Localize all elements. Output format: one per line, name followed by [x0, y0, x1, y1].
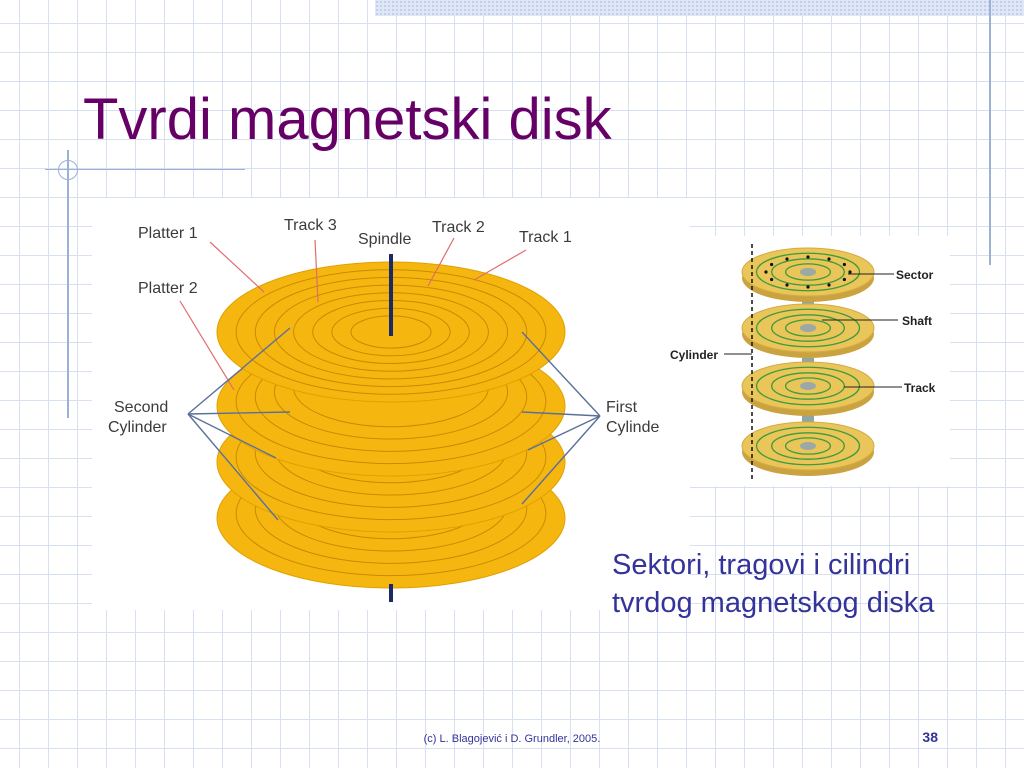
small-hub — [800, 382, 816, 390]
sector-marker — [806, 255, 810, 259]
sector-marker — [827, 283, 831, 287]
footer-copyright: (c) L. Blagojević i D. Grundler, 2005. — [423, 733, 601, 745]
decorative-vertical-line-left — [67, 150, 69, 418]
leader-track2 — [427, 237, 455, 287]
leader-second-2 — [187, 411, 291, 415]
sector-marker — [842, 262, 846, 267]
small-track-ring — [784, 263, 832, 281]
platter-stack-svg: Platter 1 Platter 2 Track 3 Spindle Trac… — [108, 217, 659, 602]
small-track-ring — [755, 308, 861, 348]
small-disk-stack-svg: Sector Shaft Cylinder Track — [670, 244, 936, 480]
label-platter2: Platter 2 — [138, 280, 198, 297]
small-track-ring — [771, 432, 845, 460]
small-hub — [800, 268, 816, 276]
leader-platter1 — [209, 241, 265, 293]
small-hub — [800, 324, 816, 332]
small-track-ring — [771, 372, 845, 400]
leader-track3 — [314, 239, 319, 303]
decorative-vertical-line-right — [989, 0, 991, 265]
diagram-caption: Sektori, tragovi i cilindri tvrdog magne… — [612, 549, 935, 619]
label-platter1: Platter 1 — [138, 225, 198, 242]
leader-first-3 — [527, 415, 601, 451]
leader-track1 — [473, 249, 527, 281]
small-track-ring — [784, 377, 832, 395]
label-spindle: Spindle — [358, 231, 411, 248]
label-second-line1: Second — [114, 399, 168, 416]
slide-title: Tvrdi magnetski disk — [83, 87, 612, 152]
small-track-ring — [755, 252, 861, 292]
small-track-ring — [771, 258, 845, 286]
sector-marker — [764, 270, 768, 274]
sectors-tracks-cylinders-diagram: Sector Shaft Cylinder Track — [666, 236, 950, 486]
label-first-line2: Cylinde — [606, 419, 659, 436]
small-track-ring — [755, 426, 861, 466]
label-second-line2: Cylinder — [108, 419, 167, 436]
hard-disk-platters-diagram: Platter 1 Platter 2 Track 3 Spindle Trac… — [92, 198, 690, 610]
decorative-circle — [58, 160, 78, 180]
small-track-ring — [784, 437, 832, 455]
decorative-horizontal-line — [45, 169, 245, 170]
leader-first-4 — [521, 415, 601, 505]
leader-first-1 — [521, 331, 601, 417]
label-track: Track — [904, 381, 936, 395]
small-hub — [800, 442, 816, 450]
sector-marker — [770, 277, 774, 282]
sector-marker — [770, 262, 774, 267]
leader-first-2 — [521, 411, 601, 417]
label-track2: Track 2 — [432, 219, 485, 236]
small-track-ring — [771, 314, 845, 342]
leader-second-3 — [187, 413, 277, 459]
leader-second-1 — [187, 327, 291, 415]
leader-platter2 — [179, 300, 235, 391]
label-cylinder: Cylinder — [670, 348, 718, 362]
label-sector: Sector — [896, 268, 934, 282]
small-track-ring — [784, 319, 832, 337]
sector-marker — [806, 285, 810, 289]
label-track3: Track 3 — [284, 217, 337, 234]
label-shaft: Shaft — [902, 314, 932, 328]
sector-marker — [785, 283, 789, 287]
sector-marker — [827, 257, 831, 261]
top-decorative-band — [375, 0, 1024, 16]
sector-marker — [785, 257, 789, 261]
sector-marker — [842, 277, 846, 282]
label-track1: Track 1 — [519, 229, 572, 246]
small-track-ring — [755, 366, 861, 406]
page-number: 38 — [922, 729, 938, 745]
sector-marker — [848, 270, 852, 274]
label-first-line1: First — [606, 399, 638, 416]
leader-second-4 — [187, 413, 279, 521]
